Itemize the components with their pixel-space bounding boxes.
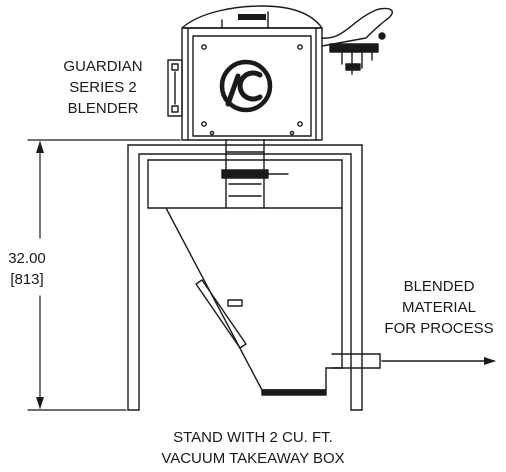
discharge-neck [221,139,289,209]
blender-label: GUARDIAN SERIES 2 BLENDER [38,56,168,119]
material-flow-arrow [381,357,496,365]
height-dimension-mm: [813] [10,271,44,288]
inspection-door [195,279,247,349]
blender-label-line-3: BLENDER [67,100,139,117]
material-label-line-1: BLENDED [403,278,475,295]
blender-fittings [321,7,393,75]
discharge-pipe [331,353,381,369]
material-label-line-2: MATERIAL [402,299,476,316]
blender-label-line-2: SERIES 2 [69,79,137,96]
stand-frame [127,144,363,411]
takeaway-box [147,159,343,396]
material-label-line-3: FOR PROCESS [384,320,494,337]
material-label: BLENDED MATERIAL FOR PROCESS [372,276,506,339]
blender-front-panel [192,35,312,137]
height-dimension-line [27,139,181,411]
stand-label-line-1: STAND WITH 2 CU. FT. [173,429,333,446]
stand-label: STAND WITH 2 CU. FT. VACUUM TAKEAWAY BOX [128,427,378,469]
blender-unit [167,5,393,141]
height-dimension-inches: 32.00 [8,250,46,267]
blender-side-hinge [167,59,183,117]
height-dimension-label: 32.00 [813] [0,248,54,290]
conair-logo-icon [219,59,273,113]
blender-label-line-1: GUARDIAN [63,58,143,75]
stand-label-line-2: VACUUM TAKEAWAY BOX [161,450,345,467]
blender-top-dome [181,5,323,29]
